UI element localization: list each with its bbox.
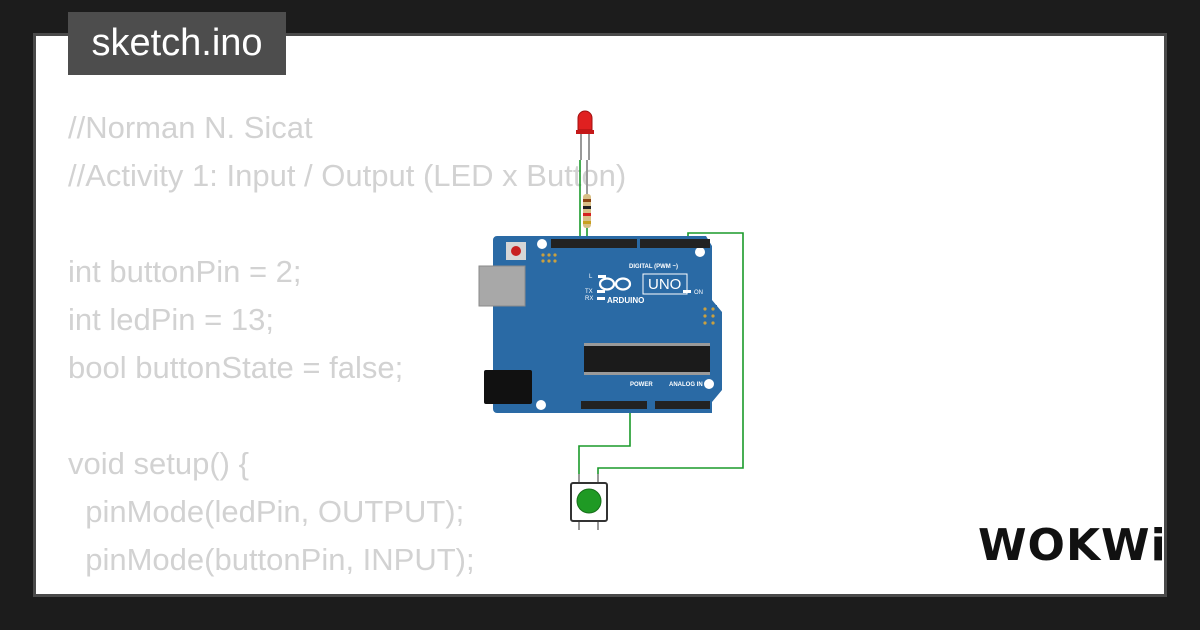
code-line: int buttonPin = 2; [68,254,302,289]
rx-led-label: RX [585,296,593,302]
power-header-label: POWER [630,382,653,388]
wokwi-logo: WOKWi [978,520,1167,571]
digital-header-label: DIGITAL (PWM ~) [629,264,678,270]
code-line: pinMode(buttonPin, INPUT); [68,542,475,577]
resistor[interactable] [583,160,591,228]
on-led-label: ON [694,290,703,296]
tx-led-label: TX [585,289,593,295]
code-line: bool buttonState = false; [68,350,404,385]
code-line: //Activity 1: Input / Output (LED x Butt… [68,158,627,193]
board-brand-label: ARDUINO [607,296,644,305]
code-editor[interactable]: //Norman N. Sicat //Activity 1: Input / O… [68,104,627,594]
code-line: } [68,584,626,594]
l-led-label: L [589,274,593,280]
arduino-infinity-icon [598,277,632,291]
analog-header-label: ANALOG IN [669,382,703,388]
pushbutton[interactable] [570,474,608,530]
code-line: void setup() { [68,446,249,481]
led[interactable] [576,110,594,160]
code-line: int ledPin = 13; [68,302,274,337]
code-line: //Norman N. Sicat [68,110,313,145]
code-line: pinMode(ledPin, OUTPUT); [68,494,465,529]
arduino-uno-board[interactable] [478,236,722,413]
board-model-label: UNO [648,276,681,293]
file-tab[interactable]: sketch.ino [68,12,286,75]
